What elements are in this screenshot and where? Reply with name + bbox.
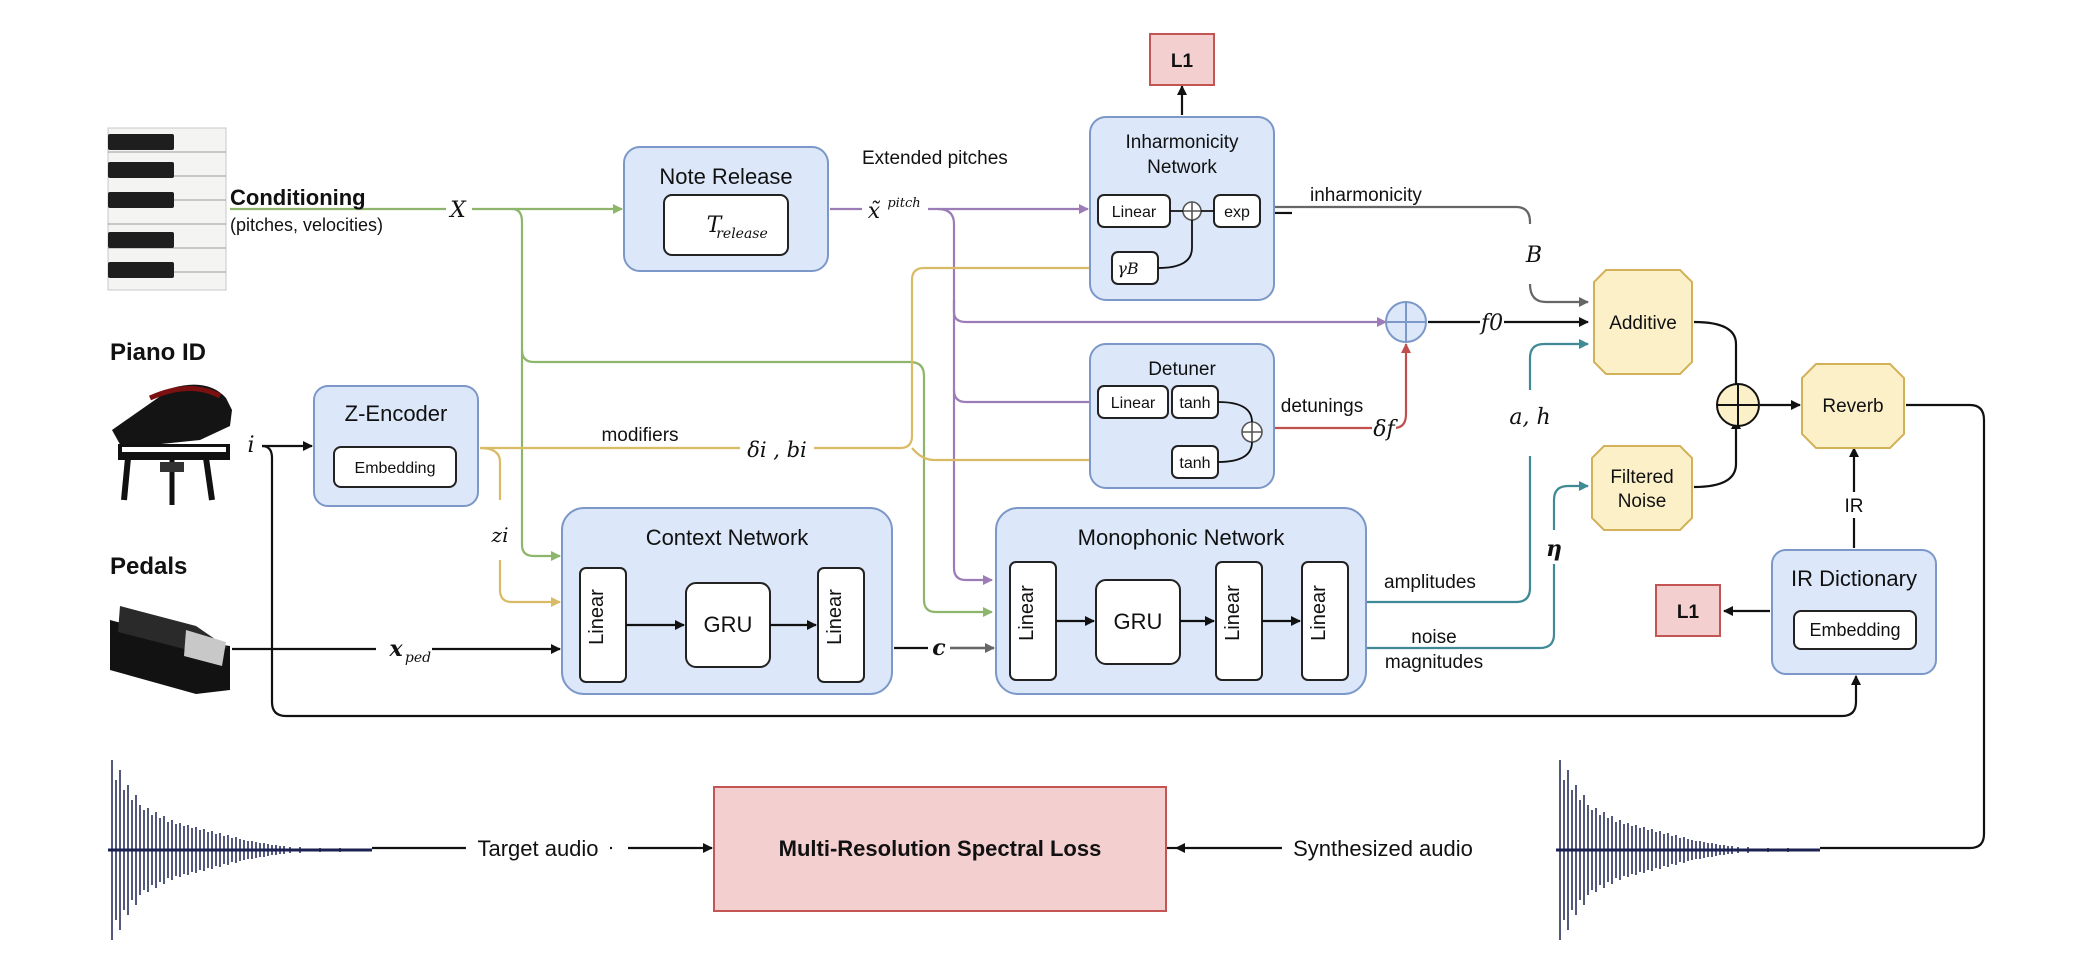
mono-linear-3: Linear <box>1308 585 1330 641</box>
x-ped-subscript: ped <box>405 650 431 666</box>
target-waveform-icon <box>108 760 372 940</box>
piano-keys-icon <box>107 127 227 291</box>
spectral-loss-label: Multi-Resolution Spectral Loss <box>779 836 1102 861</box>
z-encoder-block: Z-Encoder Embedding <box>313 385 479 507</box>
x-pitch-superscript: pitch <box>887 196 920 211</box>
grand-piano-icon <box>112 384 232 505</box>
conditioning-sublabel: (pitches, velocities) <box>230 215 383 235</box>
l1-right-block: L1 <box>1655 584 1721 637</box>
filtered-noise-line1: Filtered <box>1610 467 1673 488</box>
eta-symbol: η <box>1546 536 1562 562</box>
ir-label: IR <box>1845 496 1864 517</box>
detuner-title: Detuner <box>1148 359 1216 380</box>
sustain-pedal-icon <box>110 606 230 694</box>
spectral-loss-block: Multi-Resolution Spectral Loss <box>713 786 1167 912</box>
detuner-block: Detuner Linear tanh tanh <box>1089 343 1275 489</box>
extended-pitches-label: Extended pitches <box>862 148 1008 169</box>
inharmonicity-linear: Linear <box>1112 204 1157 221</box>
ir-dictionary-block: IR Dictionary Embedding <box>1771 549 1937 675</box>
z-encoder-embedding: Embedding <box>355 460 436 477</box>
additive-synth-block: Additive <box>1593 269 1693 375</box>
x-pitch-symbol: x̃ <box>868 199 881 224</box>
note-release-block: Note Release T release <box>623 146 829 272</box>
pitch-wires <box>830 204 1387 585</box>
context-linear-out: Linear <box>824 589 846 645</box>
modifiers-label: modifiers <box>601 425 678 446</box>
l1-right-label: L1 <box>1677 602 1700 623</box>
additive-label: Additive <box>1609 313 1677 334</box>
f0-symbol: f0 <box>1479 311 1503 336</box>
l1-top-block: L1 <box>1149 33 1215 86</box>
detuner-linear: Linear <box>1111 395 1156 412</box>
x-ped-symbol: x <box>388 636 403 662</box>
delta-b-symbol: δi , bi <box>747 438 807 462</box>
i-symbol: i <box>247 433 254 458</box>
c-symbol: c <box>932 635 946 661</box>
monophonic-network-title: Monophonic Network <box>1078 525 1286 550</box>
inharmonicity-label: inharmonicity <box>1310 185 1422 206</box>
output-sum-node <box>1716 383 1760 427</box>
context-gru: GRU <box>704 612 753 637</box>
filtered-noise-block: Filtered Noise <box>1591 445 1693 531</box>
synth-parameter-wires <box>930 205 1589 653</box>
ir-dictionary-title: IR Dictionary <box>1791 566 1917 591</box>
l1-top-label: L1 <box>1171 51 1194 72</box>
conditioning-wires <box>230 204 993 617</box>
x-symbol: X <box>448 198 467 223</box>
mono-gru: GRU <box>1114 609 1163 634</box>
context-network-title: Context Network <box>646 525 810 550</box>
filtered-noise-line2: Noise <box>1618 491 1667 512</box>
inharmonicity-network-block: Inharmonicity Network Linear exp γB <box>1089 116 1275 301</box>
detuner-tanh-top: tanh <box>1179 395 1210 412</box>
pedals-label: Pedals <box>110 553 187 580</box>
noise-label-line1: noise <box>1411 627 1456 648</box>
modifier-wires <box>479 263 1171 607</box>
mono-linear-1: Linear <box>1016 585 1038 641</box>
inharmonicity-title-line2: Network <box>1147 157 1217 178</box>
context-linear-in: Linear <box>586 589 608 645</box>
conditioning-label: Conditioning <box>230 185 366 210</box>
a-h-symbol: a, h <box>1509 405 1550 430</box>
z-encoder-title: Z-Encoder <box>345 401 448 426</box>
t-release-symbol: T <box>707 213 724 238</box>
synthesized-waveform-icon <box>1556 760 1820 940</box>
b-symbol: B <box>1525 243 1542 268</box>
delta-f-symbol: δf <box>1373 417 1398 442</box>
piano-id-label: Piano ID <box>110 339 206 366</box>
target-audio-label: Target audio <box>477 836 598 861</box>
z-i-symbol: zi <box>491 523 509 547</box>
inharmonicity-exp: exp <box>1224 204 1250 221</box>
noise-label-line2: magnitudes <box>1385 652 1483 673</box>
mono-linear-2: Linear <box>1222 585 1244 641</box>
reverb-block: Reverb <box>1801 363 1905 449</box>
f0-sum-node <box>1385 301 1427 343</box>
synthesized-audio-label: Synthesized audio <box>1293 836 1473 861</box>
amplitudes-label: amplitudes <box>1384 572 1476 593</box>
detunings-label: detunings <box>1281 396 1363 417</box>
t-release-subscript: release <box>716 226 768 242</box>
note-release-title: Note Release <box>659 164 792 189</box>
detuner-tanh-bottom: tanh <box>1179 455 1210 472</box>
reverb-label: Reverb <box>1822 396 1883 417</box>
gamma-b-label: γB <box>1117 259 1139 278</box>
monophonic-network-block: Monophonic Network Linear GRU Linear Lin… <box>995 507 1367 695</box>
ir-embedding: Embedding <box>1809 620 1900 640</box>
context-network-block: Context Network Linear GRU Linear <box>561 507 893 695</box>
inharmonicity-title-line1: Inharmonicity <box>1126 132 1239 153</box>
